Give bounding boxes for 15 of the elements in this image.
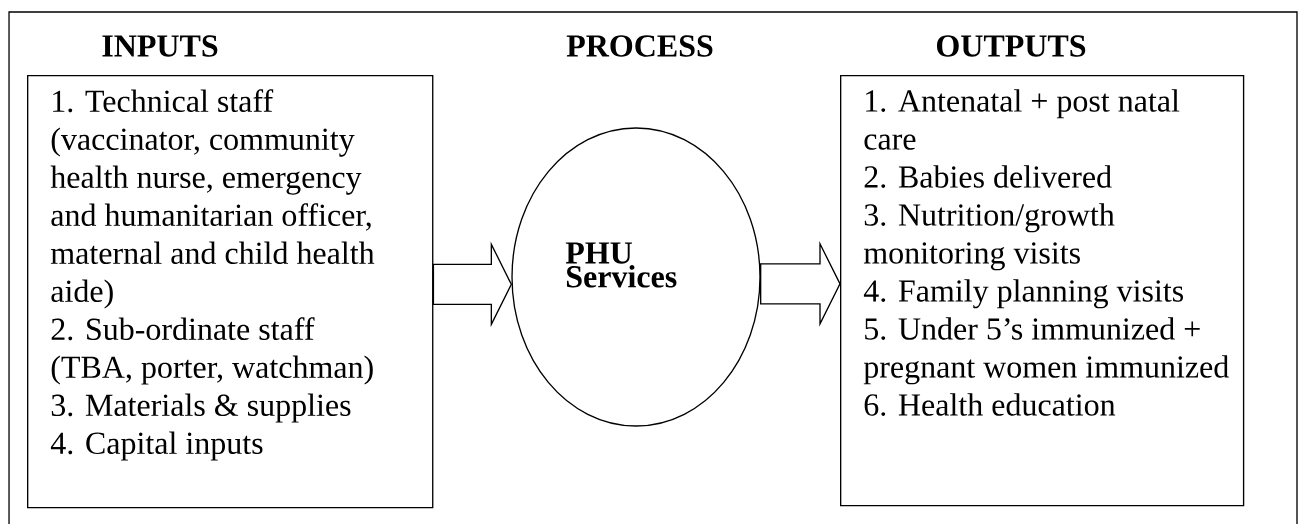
list-item: 2. Sub-ordinate staff (TBA, porter, watchman) <box>51 317 373 385</box>
list-item: 3. Nutrition/growth monitoring visits <box>863 203 1115 271</box>
heading: OUTPUTS <box>937 35 1086 57</box>
list-item: 6. Health education <box>864 393 1116 416</box>
list-item: 2. Babies delivered <box>864 165 1112 188</box>
list-item: 1. Antenatal + post natal care <box>864 89 1180 150</box>
heading: INPUTS <box>102 35 218 57</box>
list-item: 3. Materials & supplies <box>51 393 351 423</box>
list-item: 5. Under 5’s immunized + pregnant women immunized <box>863 317 1229 385</box>
list-item: 4. Family planning visits <box>863 279 1184 309</box>
block-arrow <box>760 241 841 327</box>
block-arrow <box>432 241 513 328</box>
list-item: 1. Technical staff (vaccinator, community health nurse, emergency and humanitarian officer, maternal and child health aide) <box>50 89 375 309</box>
heading: PROCESS <box>566 35 713 57</box>
list-item: 4. Capital inputs <box>50 431 263 461</box>
